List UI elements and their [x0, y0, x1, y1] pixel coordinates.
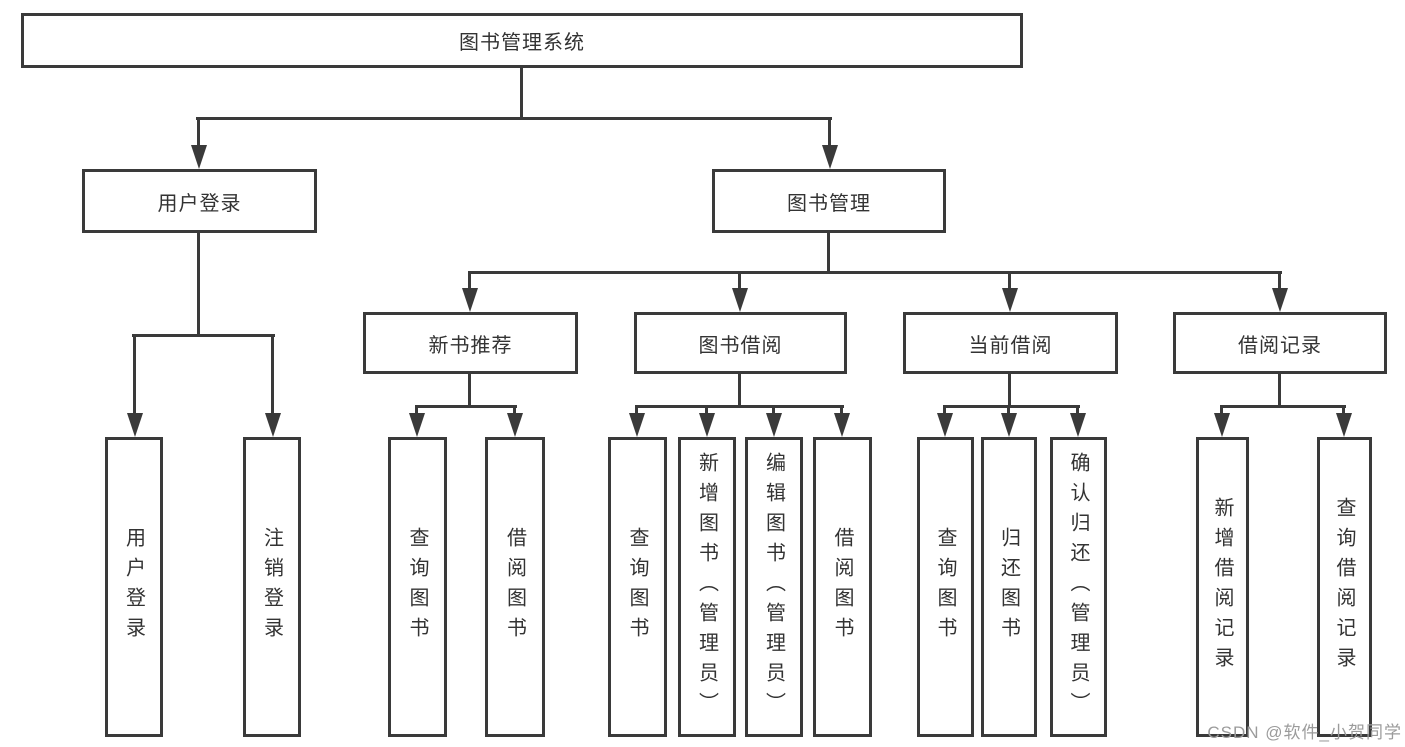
arrow-head-icon [732, 288, 748, 312]
node-library-system: 图书管理系统 [21, 13, 1023, 68]
node-current-borrow: 当前借阅 [903, 312, 1118, 374]
connector-line [738, 271, 741, 288]
connector-line [828, 117, 831, 147]
connector-line [520, 68, 523, 120]
connector-line [133, 334, 136, 413]
connector-line [197, 233, 200, 337]
connector-line [1220, 405, 1346, 408]
leaf-borrow-books-recommend: 借阅图书 [485, 437, 545, 737]
arrow-head-icon [191, 145, 207, 169]
arrow-head-icon [834, 413, 850, 437]
arrow-head-icon [1272, 288, 1288, 312]
leaf-edit-books-admin: 编辑图书（管理员） [745, 437, 803, 737]
connector-line [827, 233, 830, 274]
arrow-head-icon [265, 413, 281, 437]
connector-line [468, 271, 1282, 274]
connector-line [1278, 271, 1281, 288]
connector-line [415, 405, 418, 413]
arrow-head-icon [1070, 413, 1086, 437]
connector-line [1278, 374, 1281, 408]
connector-line [840, 405, 843, 413]
connector-line [943, 405, 946, 413]
leaf-logout: 注销登录 [243, 437, 301, 737]
connector-line [943, 405, 1080, 408]
connector-line [772, 405, 775, 413]
leaf-user-login: 用户登录 [105, 437, 163, 737]
connector-line [132, 334, 275, 337]
node-new-book-recommend: 新书推荐 [363, 312, 578, 374]
leaf-add-borrow-record: 新增借阅记录 [1196, 437, 1249, 737]
connector-line [468, 374, 471, 408]
leaf-return-books: 归还图书 [981, 437, 1037, 737]
connector-line [197, 117, 200, 147]
connector-line [271, 334, 274, 413]
connector-line [705, 405, 708, 413]
leaf-query-books-borrow: 查询图书 [608, 437, 667, 737]
connector-line [468, 271, 471, 288]
arrow-head-icon [1214, 413, 1230, 437]
connector-line [635, 405, 638, 413]
arrow-head-icon [462, 288, 478, 312]
connector-line [1076, 405, 1079, 413]
leaf-query-borrow-record: 查询借阅记录 [1317, 437, 1372, 737]
connector-line [1007, 405, 1010, 413]
node-book-borrow: 图书借阅 [634, 312, 847, 374]
connector-line [1008, 374, 1011, 408]
arrow-head-icon [1002, 288, 1018, 312]
arrow-head-icon [766, 413, 782, 437]
leaf-add-books-admin: 新增图书（管理员） [678, 437, 736, 737]
connector-line [635, 405, 844, 408]
leaf-query-books-recommend: 查询图书 [388, 437, 447, 737]
arrow-head-icon [507, 413, 523, 437]
node-borrow-records: 借阅记录 [1173, 312, 1387, 374]
arrow-head-icon [127, 413, 143, 437]
connector-line [1008, 271, 1011, 288]
csdn-watermark: CSDN @软件_小贺同学 [1207, 723, 1402, 742]
arrow-head-icon [822, 145, 838, 169]
arrow-head-icon [409, 413, 425, 437]
node-user-login: 用户登录 [82, 169, 317, 233]
node-book-management: 图书管理 [712, 169, 946, 233]
arrow-head-icon [1001, 413, 1017, 437]
arrow-head-icon [699, 413, 715, 437]
connector-line [196, 117, 832, 120]
connector-line [738, 374, 741, 408]
leaf-query-books-current: 查询图书 [917, 437, 974, 737]
connector-line [415, 405, 517, 408]
connector-line [1342, 405, 1345, 413]
connector-line [1220, 405, 1223, 413]
connector-line [513, 405, 516, 413]
arrow-head-icon [629, 413, 645, 437]
arrow-head-icon [937, 413, 953, 437]
arrow-head-icon [1336, 413, 1352, 437]
leaf-confirm-return-admin: 确认归还（管理员） [1050, 437, 1107, 737]
leaf-borrow-books: 借阅图书 [813, 437, 872, 737]
